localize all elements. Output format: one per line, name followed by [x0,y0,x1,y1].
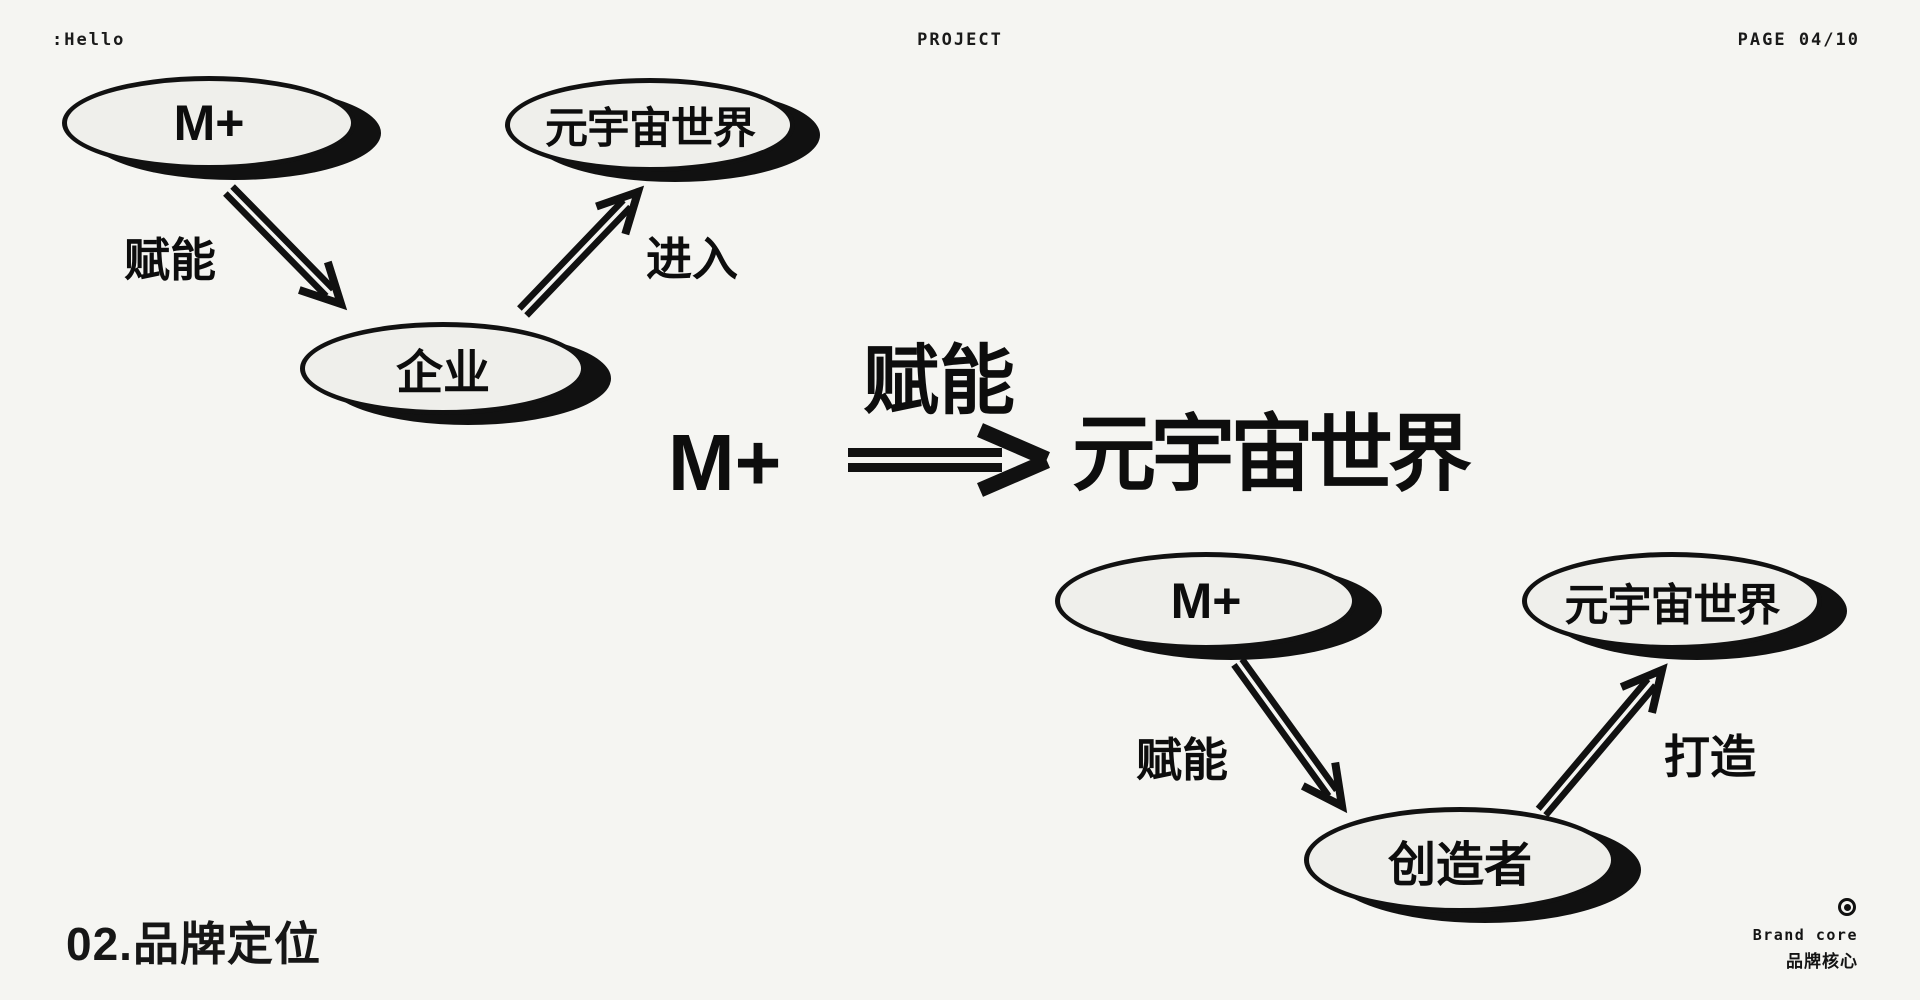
node-metaverse-right: 元宇宙世界 [1522,552,1822,650]
node-mplus-right: M+ [1055,552,1357,650]
center-statement-from: M+ [668,418,782,507]
header-hello-text: :Hello [52,30,126,50]
arrow-enter-shaft [517,197,633,318]
arrow-empower-left-head [298,260,348,311]
edge-label-enter: 进入 [646,233,738,285]
edge-label-empower-right: 赋能 [1136,734,1228,786]
header-project-text: PROJECT [917,30,1003,50]
brand-core-block: Brand core 品牌核心 [1753,898,1858,972]
arrow-center-head [977,423,1050,497]
arrow-empower-right-head [1300,761,1348,814]
node-enterprise: 企业 [300,322,586,415]
section-separator: . [119,918,133,970]
target-icon [1838,898,1856,916]
edge-label-build: 打造 [1664,731,1756,783]
edge-label-empower-left: 赋能 [124,234,216,286]
brand-core-label-en: Brand core [1752,926,1858,944]
arrow-enter-head [595,185,645,236]
arrow-empower-left-shaft [223,184,336,299]
arrow-empower-right-shaft [1231,657,1340,798]
header-page-number: PAGE 04/10 [1737,30,1860,50]
node-metaverse-top: 元宇宙世界 [505,78,795,172]
section-title: 02.品牌定位 [66,921,321,967]
section-title-text: 品牌定位 [132,918,321,970]
arrow-build-head [1619,663,1668,714]
arrow-build-shaft [1535,676,1658,818]
node-mplus-left: M+ [62,76,356,170]
center-statement-to: 元宇宙世界 [1072,407,1472,501]
node-creator: 创造者 [1304,807,1616,913]
brand-core-label-cn: 品牌核心 [1786,952,1858,971]
arrow-center-shaft [848,448,1002,472]
section-number: 02 [66,918,120,970]
center-statement-label: 赋能 [863,339,1015,424]
